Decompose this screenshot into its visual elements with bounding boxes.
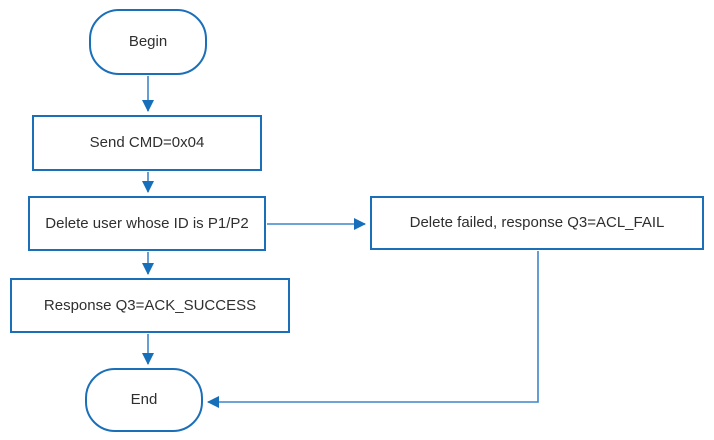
node-send-cmd-label: Send CMD=0x04 [89,134,205,151]
node-begin: Begin [89,9,207,75]
node-end: End [85,368,203,432]
node-delete-failed: Delete failed, response Q3=ACL_FAIL [370,196,704,250]
node-delete-user-label: Delete user whose ID is P1/P2 [45,214,249,232]
node-response-success-label: Response Q3=ACK_SUCCESS [43,296,257,314]
node-send-cmd: Send CMD=0x04 [32,115,262,171]
node-response-success: Response Q3=ACK_SUCCESS [10,278,290,333]
node-end-label: End [130,391,158,408]
node-begin-label: Begin [128,33,168,50]
node-delete-user: Delete user whose ID is P1/P2 [28,196,266,251]
node-delete-failed-label: Delete failed, response Q3=ACL_FAIL [409,214,665,231]
